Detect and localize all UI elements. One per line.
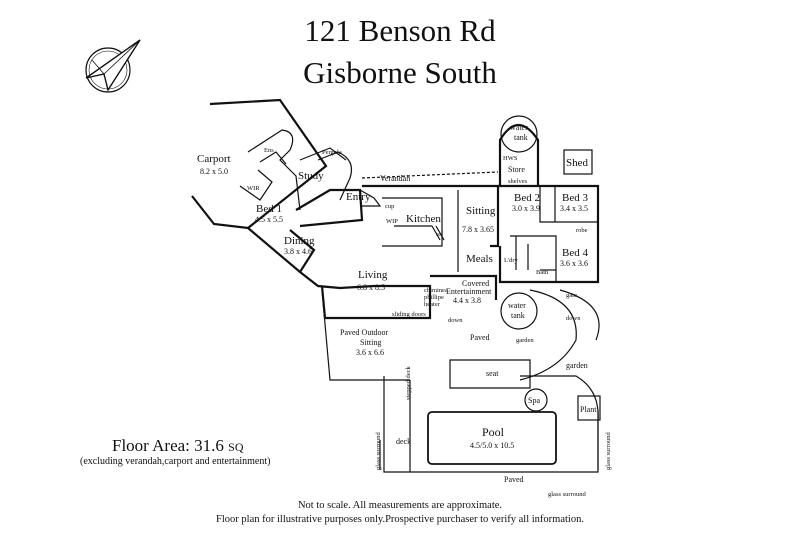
sliding-doors-label: sliding doors bbox=[392, 311, 426, 318]
room-living-label: Living bbox=[358, 269, 388, 281]
spa-label: Spa bbox=[528, 396, 540, 405]
room-sitting-dims: 7.8 x 3.65 bbox=[462, 225, 494, 234]
room-entry-label: Entry bbox=[346, 191, 371, 203]
pool-label: Pool bbox=[482, 425, 505, 439]
robe-label: robe bbox=[576, 227, 588, 234]
fixture-ref-label: ref bbox=[436, 231, 444, 238]
stepped-deck-label: stepped deck bbox=[405, 365, 412, 400]
fixture-heater-label-2: phillipe bbox=[424, 294, 444, 301]
page-title-address: 121 Benson Rd bbox=[304, 13, 496, 48]
paved-label-top: Paved bbox=[470, 333, 490, 342]
room-dining-dims: 3.8 x 4.6 bbox=[284, 247, 312, 256]
paved-label-bottom: Paved bbox=[504, 475, 524, 484]
pool-dims: 4.5/5.0 x 10.5 bbox=[470, 441, 514, 450]
fixture-heater-label-1: chiminea bbox=[424, 287, 448, 294]
room-wir-label: WIR bbox=[247, 185, 260, 192]
room-verandah-label: Verandah bbox=[380, 174, 410, 183]
room-bed2-label: Bed 2 bbox=[514, 192, 540, 204]
room-bed1-label: Bed 1 bbox=[256, 203, 282, 215]
deck-label: deck bbox=[396, 437, 411, 446]
room-bed4-dims: 3.6 x 3.6 bbox=[560, 259, 588, 268]
house-outline bbox=[191, 98, 600, 320]
room-meals-label: Meals bbox=[466, 253, 493, 265]
paved-outdoor-label-1: Paved Outdoor bbox=[340, 328, 389, 337]
paved-outdoor-dims: 3.6 x 6.6 bbox=[356, 348, 384, 357]
room-bed3-dims: 3.4 x 3.5 bbox=[560, 204, 588, 213]
paved-outdoor-label-2: Sitting bbox=[360, 338, 381, 347]
room-covered-label-2: Entertainment bbox=[446, 287, 492, 296]
room-carport-label: Carport bbox=[197, 153, 231, 165]
room-bed1-dims: 4.5 x 5.5 bbox=[255, 215, 283, 224]
room-ens-label: Ens bbox=[264, 147, 274, 154]
gate-label: gate bbox=[566, 292, 577, 299]
disclaimer-line-1: Not to scale. All measurements are appro… bbox=[297, 500, 503, 511]
room-sitting-label: Sitting bbox=[466, 205, 496, 217]
down-label-center: down bbox=[448, 317, 463, 324]
compass-north-arrow-icon bbox=[85, 39, 141, 93]
page-subtitle-suburb: Gisborne South bbox=[303, 55, 497, 90]
room-covered-label-1: Covered bbox=[462, 279, 489, 288]
down-label-right: down bbox=[566, 315, 581, 322]
water-tank-mid-label-1: water bbox=[508, 301, 526, 310]
glass-surround-label-right: glass surround bbox=[605, 432, 612, 470]
floor-area-text: Floor Area: 31.6 SQ bbox=[112, 436, 244, 456]
garden-label-left: garden bbox=[516, 337, 534, 344]
fixture-hws-label: HWS bbox=[503, 155, 518, 162]
room-pergola-label: Pergola bbox=[322, 149, 342, 156]
fixture-shelves-label: shelves bbox=[508, 178, 528, 185]
seat-label: seat bbox=[486, 369, 499, 378]
room-dining-label: Dining bbox=[284, 235, 315, 247]
room-store-label: Store bbox=[508, 165, 525, 174]
water-tank-top-label-1: water bbox=[510, 123, 528, 132]
plant-label: Plant bbox=[580, 405, 597, 414]
room-living-dims: 6.8 x 8.5 bbox=[357, 283, 385, 292]
room-kitchen-label: Kitchen bbox=[406, 213, 441, 225]
garden-label-right: garden bbox=[566, 361, 588, 370]
floor-area-value: Floor Area: 31.6 bbox=[112, 436, 224, 455]
fixture-heater-label-3: heater bbox=[424, 301, 441, 308]
room-bath-label: Bath bbox=[536, 269, 549, 276]
room-bed4-label: Bed 4 bbox=[562, 247, 588, 259]
water-tank-mid-label-2: tank bbox=[511, 311, 525, 320]
glass-surround-label-bottom: glass surround bbox=[548, 491, 586, 498]
interior-walls bbox=[239, 115, 601, 473]
room-wip-label: WIP bbox=[386, 218, 398, 225]
room-ldry-label: L'dry bbox=[504, 257, 519, 264]
glass-surround-label-left: glass surround bbox=[375, 432, 382, 470]
floor-area-unit: SQ bbox=[228, 440, 244, 454]
room-carport-dims: 8.2 x 5.0 bbox=[200, 167, 228, 176]
room-study-label: Study bbox=[298, 170, 324, 182]
room-bed3-label: Bed 3 bbox=[562, 192, 588, 204]
floor-area-note: (excluding verandah,carport and entertai… bbox=[80, 456, 271, 467]
disclaimer-line-2: Floor plan for illustrative purposes onl… bbox=[216, 514, 584, 525]
room-covered-dims: 4.4 x 3.8 bbox=[453, 296, 481, 305]
room-shed-label: Shed bbox=[566, 157, 589, 169]
fixture-cup-label: cup bbox=[385, 203, 394, 210]
water-tank-top-label-2: tank bbox=[514, 133, 528, 142]
room-labels: Carport 8.2 x 5.0 Ens WIR Bed 1 4.5 x 5.… bbox=[197, 123, 612, 498]
room-bed2-dims: 3.0 x 3.9 bbox=[512, 204, 540, 213]
